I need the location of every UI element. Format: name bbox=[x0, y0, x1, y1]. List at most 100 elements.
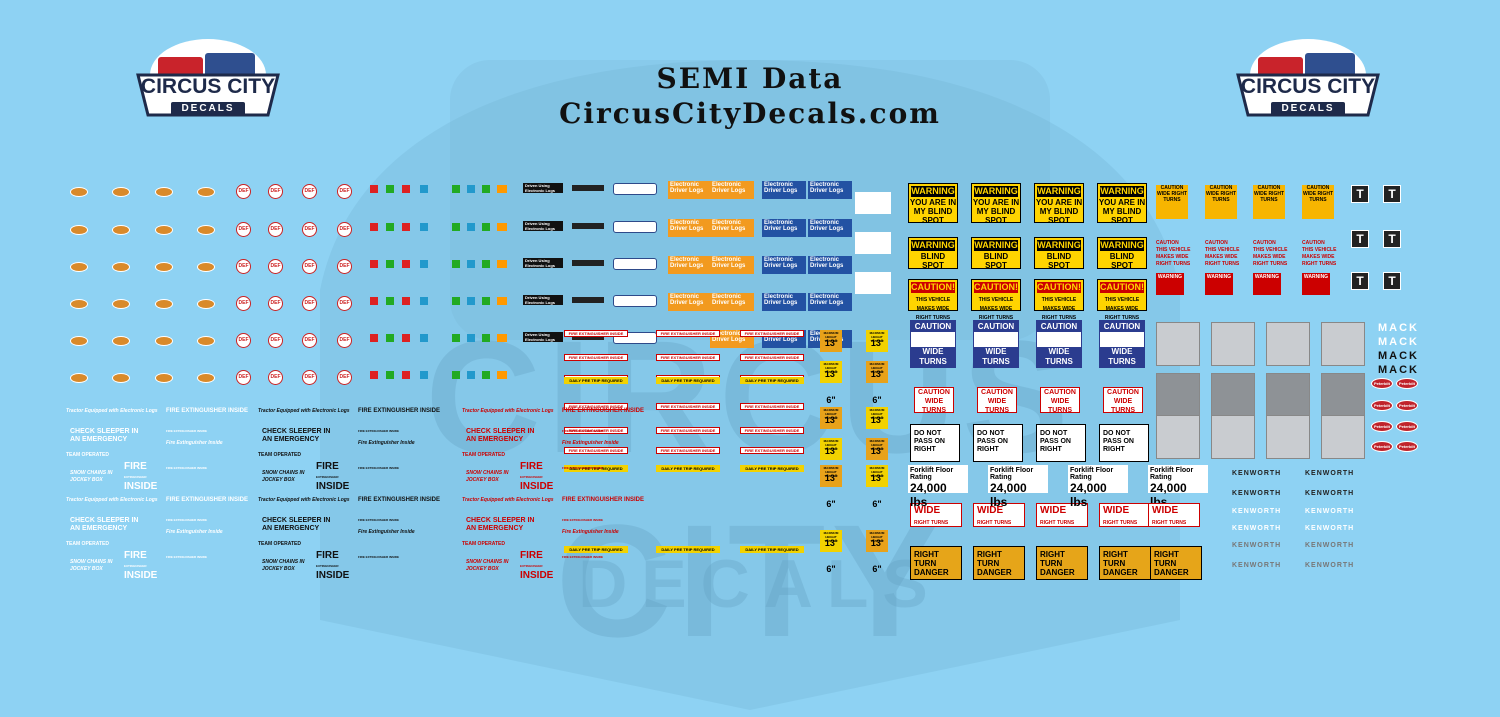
color-square-decal bbox=[497, 334, 507, 342]
color-square-decal bbox=[467, 185, 475, 193]
team-operated-text: TEAM OPERATED bbox=[258, 452, 301, 458]
color-square-decal bbox=[402, 185, 410, 193]
grey-panel-decal bbox=[1321, 322, 1365, 366]
t-logo-decal: T bbox=[1383, 272, 1401, 290]
fire-ext-small-text: FIRE EXTINGUISHER INSIDE bbox=[562, 518, 604, 522]
electronic-driver-logs-blue: Electronic Driver Logs bbox=[808, 293, 852, 311]
logo-oval-decal bbox=[613, 295, 657, 307]
color-square-decal bbox=[420, 371, 428, 379]
color-square-decal bbox=[370, 371, 378, 379]
do-not-pass-sign: DO NOT PASS ON RIGHT bbox=[1099, 424, 1149, 462]
oval-decal bbox=[70, 187, 88, 197]
logo-oval-decal bbox=[613, 183, 657, 195]
t-logo-decal: T bbox=[1351, 185, 1369, 203]
caution-wide-turn-sign: CAUTION!THIS VEHICLE MAKES WIDE RIGHT TU… bbox=[1034, 279, 1084, 330]
def-decal: DEF bbox=[337, 184, 352, 199]
snow-chains-text: SNOW CHAINS IN JOCKEY BOX bbox=[262, 559, 305, 572]
kenworth-wordmark: KENWORTH bbox=[1232, 562, 1282, 569]
fire-ext-script-text: Fire Extinguisher Inside bbox=[358, 529, 415, 535]
snow-chains-text: SNOW CHAINS IN JOCKEY BOX bbox=[262, 470, 305, 483]
kenworth-wordmark: KENWORTH bbox=[1232, 508, 1282, 515]
daily-pretrip-strip: DAILY PRE TRIP REQUIRED bbox=[656, 465, 720, 472]
fire-ext-inside-text: FIRE EXTINGUISHER INSIDE bbox=[562, 497, 645, 503]
peterbilt-oval: Peterbilt bbox=[1371, 421, 1393, 432]
driven-logs-decal: Driven Using Electronic Logs bbox=[523, 332, 563, 342]
fire-extinguisher-strip: FIRE EXTINGUISHER INSIDE bbox=[740, 403, 804, 410]
def-decal: DEF bbox=[236, 259, 251, 274]
color-square-decal bbox=[482, 371, 490, 379]
warning-cant-see-sign: WARNING bbox=[1253, 273, 1281, 295]
fire-extinguisher-strip: FIRE EXTINGUISHER INSIDE bbox=[564, 330, 628, 337]
electronic-driver-logs-orange: Electronic Driver Logs bbox=[668, 181, 712, 199]
daily-pretrip-strip: DAILY PRE TRIP REQUIRED bbox=[740, 546, 804, 553]
fire-extinguisher-strip: FIRE EXTINGUISHER INSIDE bbox=[656, 447, 720, 454]
mack-wordmark: MACK bbox=[1378, 336, 1419, 348]
snow-chains-text: SNOW CHAINS IN JOCKEY BOX bbox=[466, 559, 509, 572]
fire-ext-inside-text: FIRE EXTINGUISHER INSIDE bbox=[562, 408, 645, 414]
peterbilt-oval: Peterbilt bbox=[1396, 421, 1418, 432]
fire-ext-small-text: FIRE EXTINGUISHER INSIDE bbox=[166, 555, 208, 559]
grey-panel-decal bbox=[1211, 373, 1255, 417]
logo-sub: DECALS bbox=[171, 102, 245, 116]
def-decal: DEF bbox=[268, 296, 283, 311]
electronic-driver-logs-blue: Electronic Driver Logs bbox=[762, 219, 806, 237]
electronic-driver-logs-orange: Electronic Driver Logs bbox=[668, 256, 712, 274]
electronic-driver-logs-blue: Electronic Driver Logs bbox=[808, 181, 852, 199]
color-square-decal bbox=[482, 334, 490, 342]
oval-decal bbox=[112, 262, 130, 272]
daily-pretrip-strip: DAILY PRE TRIP REQUIRED bbox=[740, 377, 804, 384]
fire-ext-script-text: Fire Extinguisher Inside bbox=[358, 440, 415, 446]
fire-ext-script-text: Fire Extinguisher Inside bbox=[562, 529, 619, 535]
check-sleeper-text: CHECK SLEEPER IN AN EMERGENCY bbox=[70, 517, 139, 532]
fire-extinguisher-strip: FIRE EXTINGUISHER INSIDE bbox=[656, 330, 720, 337]
color-square-decal bbox=[386, 297, 394, 305]
electronic-driver-logs-blue: Electronic Driver Logs bbox=[762, 256, 806, 274]
color-square-decal bbox=[420, 334, 428, 342]
sheet-title: SEMI Data bbox=[656, 62, 844, 95]
fire-ext-script-text: Fire Extinguisher Inside bbox=[166, 440, 223, 446]
driven-logs-decal: Driven Using Electronic Logs bbox=[523, 295, 563, 305]
check-sleeper-text: CHECK SLEEPER IN AN EMERGENCY bbox=[262, 517, 331, 532]
fire-ext-inside-text: FIRE EXTINGUISHER INSIDE bbox=[166, 497, 249, 503]
logo-strip-decal bbox=[572, 334, 604, 340]
fire-ext-small-text: FIRE EXTINGUISHER INSIDE bbox=[166, 518, 208, 522]
oval-decal bbox=[155, 225, 173, 235]
fire-ext-small-text: FIRE EXTINGUISHER INSIDE bbox=[358, 555, 400, 559]
right-turn-danger-sign: RIGHT TURN DANGER bbox=[910, 546, 962, 580]
oval-decal bbox=[155, 262, 173, 272]
color-square-decal bbox=[420, 260, 428, 268]
white-panel-decal bbox=[855, 192, 891, 214]
oval-decal bbox=[112, 187, 130, 197]
color-square-decal bbox=[452, 223, 460, 231]
color-square-decal bbox=[452, 260, 460, 268]
color-square-decal bbox=[402, 260, 410, 268]
color-square-decal bbox=[402, 334, 410, 342]
oval-decal bbox=[112, 299, 130, 309]
fire-extinguisher-strip: FIRE EXTINGUISHER INSIDE bbox=[740, 447, 804, 454]
color-square-decal bbox=[467, 260, 475, 268]
color-square-decal bbox=[452, 185, 460, 193]
warning-cant-see-sign: WARNING bbox=[1156, 273, 1184, 295]
oval-decal bbox=[197, 299, 215, 309]
def-decal: DEF bbox=[302, 333, 317, 348]
def-decal: DEF bbox=[337, 370, 352, 385]
logo-oval-decal bbox=[613, 221, 657, 233]
color-square-decal bbox=[482, 223, 490, 231]
grey-panel-decal bbox=[1321, 415, 1365, 459]
color-square-decal bbox=[420, 223, 428, 231]
